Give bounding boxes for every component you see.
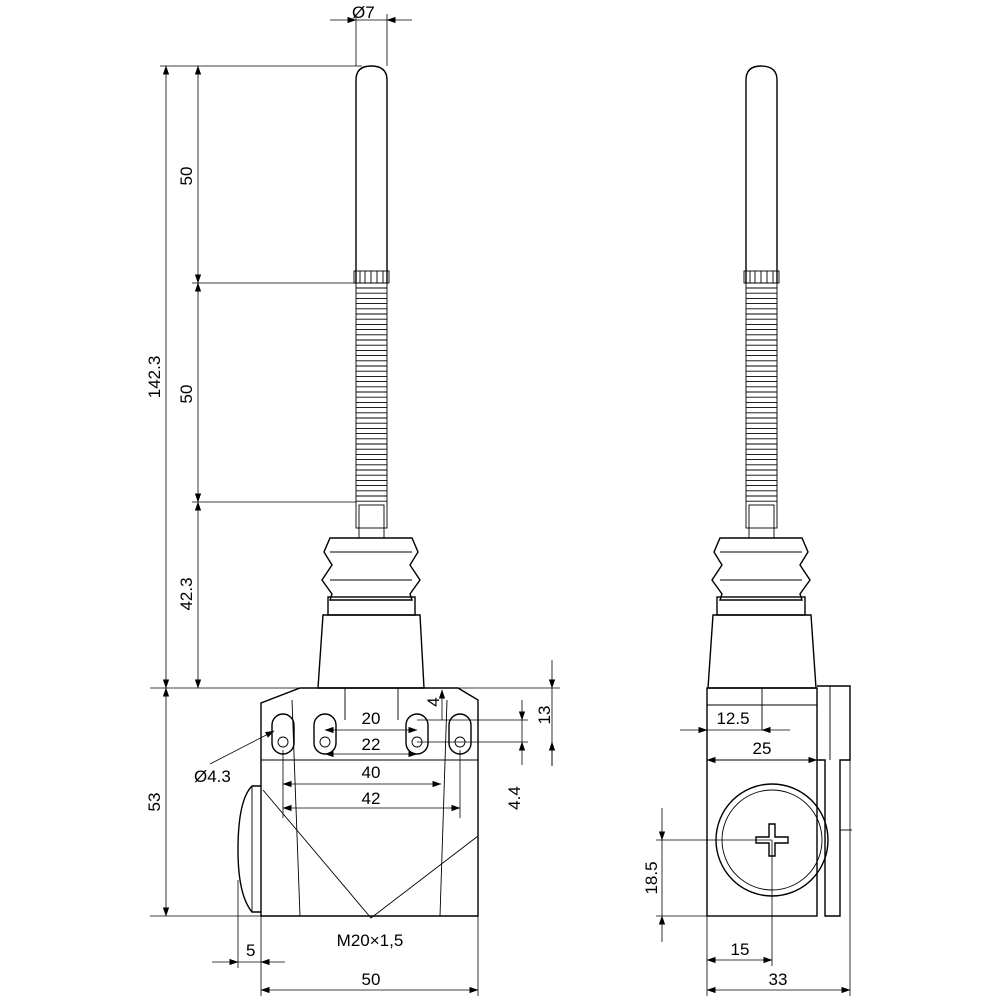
side-rod bbox=[743, 65, 780, 284]
front-view: Ø7 142.3 50 50 42.3 53 4 bbox=[145, 3, 560, 996]
mounting-slot-left-outer bbox=[271, 713, 295, 755]
dim-cap-5: 5 bbox=[246, 941, 255, 960]
dim-rod-diameter: Ø7 bbox=[352, 3, 375, 22]
dim-body-height: 53 bbox=[145, 793, 164, 812]
side-view: 12.5 25 18.5 15 33 bbox=[642, 65, 852, 996]
dim-height-13: 13 bbox=[535, 706, 554, 725]
front-switch-body bbox=[237, 687, 479, 919]
mounting-slot-left-inner bbox=[313, 713, 337, 755]
dim-slot-22: 22 bbox=[362, 735, 381, 754]
dim-slot-4-4: 4.4 bbox=[505, 786, 524, 810]
front-cable-gland bbox=[237, 785, 261, 913]
side-dimensions: 12.5 25 18.5 15 33 bbox=[642, 700, 851, 996]
front-dimensions: Ø7 142.3 50 50 42.3 53 4 bbox=[145, 3, 560, 996]
dim-total-height: 142.3 bbox=[145, 356, 164, 399]
dim-slot-20: 20 bbox=[362, 709, 381, 728]
dim-25: 25 bbox=[753, 739, 772, 758]
dim-mount-42: 42 bbox=[362, 789, 381, 808]
dim-offset-4: 4 bbox=[424, 697, 443, 706]
dim-boot-height: 42.3 bbox=[177, 577, 196, 610]
dim-mount-40: 40 bbox=[362, 763, 381, 782]
dim-18-5: 18.5 bbox=[642, 861, 661, 894]
dim-hole-diameter: Ø4.3 bbox=[194, 767, 231, 786]
dim-thread: M20×1,5 bbox=[337, 931, 404, 950]
dim-spring-segment: 50 bbox=[177, 385, 196, 404]
front-boot bbox=[317, 537, 425, 689]
dim-body-width: 50 bbox=[362, 970, 381, 989]
front-spring bbox=[355, 282, 388, 539]
dim-15: 15 bbox=[731, 940, 750, 959]
dim-rigid-segment: 50 bbox=[177, 167, 196, 186]
dim-33: 33 bbox=[769, 970, 788, 989]
side-boot bbox=[707, 537, 817, 689]
front-rod bbox=[353, 65, 390, 284]
side-spring bbox=[745, 282, 778, 539]
dim-12-5: 12.5 bbox=[716, 709, 749, 728]
